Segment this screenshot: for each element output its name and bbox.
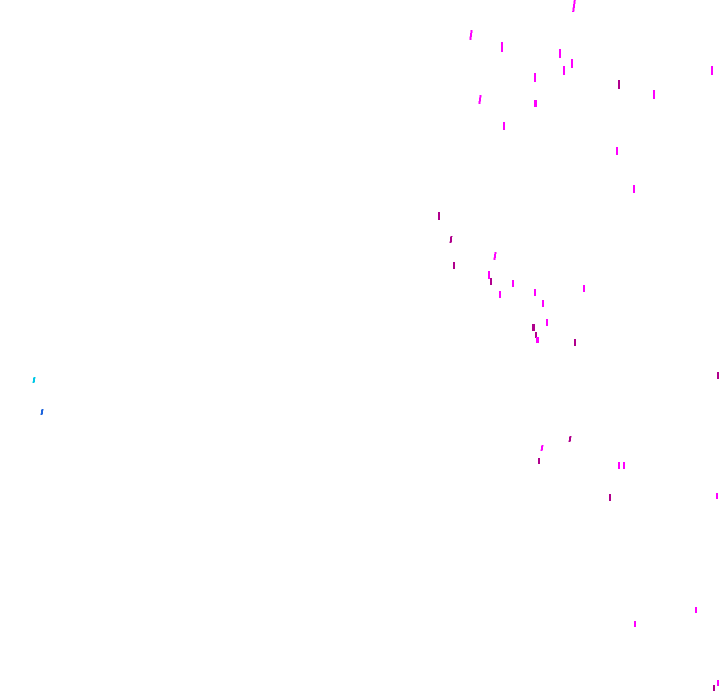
color-mark-12: [534, 100, 537, 107]
color-mark-23: [583, 285, 585, 292]
color-mark-3: [501, 42, 503, 52]
color-mark-15: [633, 185, 635, 193]
color-mark-34: [40, 408, 44, 416]
color-mark-18: [493, 251, 497, 261]
color-mark-16: [438, 212, 440, 220]
color-mark-7: [711, 66, 713, 75]
color-mark-4: [559, 49, 561, 58]
color-mark-44: [713, 685, 715, 691]
color-mark-43: [634, 621, 636, 627]
color-mark-6: [563, 66, 565, 75]
color-mark-30: [536, 337, 539, 343]
color-mark-10: [653, 90, 655, 99]
color-mark-28: [532, 324, 535, 331]
color-mark-45: [717, 680, 719, 686]
color-mark-14: [616, 147, 618, 155]
color-mark-20: [488, 271, 490, 279]
color-mark-19: [453, 262, 455, 269]
marks-layer: [32, 0, 719, 691]
color-mark-21: [490, 278, 492, 285]
color-mark-13: [503, 122, 505, 130]
color-mark-25: [499, 291, 501, 298]
color-mark-2: [469, 29, 473, 41]
color-mark-39: [623, 462, 625, 469]
color-mark-5: [571, 59, 573, 68]
color-mark-37: [538, 458, 540, 464]
color-mark-33: [32, 376, 36, 384]
color-mark-42: [695, 607, 697, 613]
color-mark-22: [512, 280, 514, 287]
color-mark-35: [568, 435, 572, 443]
color-mark-1: [572, 0, 576, 13]
color-mark-36: [540, 444, 544, 452]
color-mark-24: [534, 289, 536, 296]
color-mark-27: [546, 319, 548, 326]
color-mark-17: [449, 235, 453, 244]
color-mark-41: [716, 493, 718, 499]
color-mark-9: [618, 80, 620, 89]
color-mark-38: [618, 462, 620, 469]
color-mark-11: [478, 94, 482, 105]
color-mark-31: [574, 339, 576, 346]
color-mark-8: [534, 73, 536, 82]
color-mark-32: [717, 372, 719, 379]
color-mark-26: [542, 300, 544, 307]
color-mark-29: [535, 332, 537, 338]
color-mark-40: [609, 494, 611, 501]
